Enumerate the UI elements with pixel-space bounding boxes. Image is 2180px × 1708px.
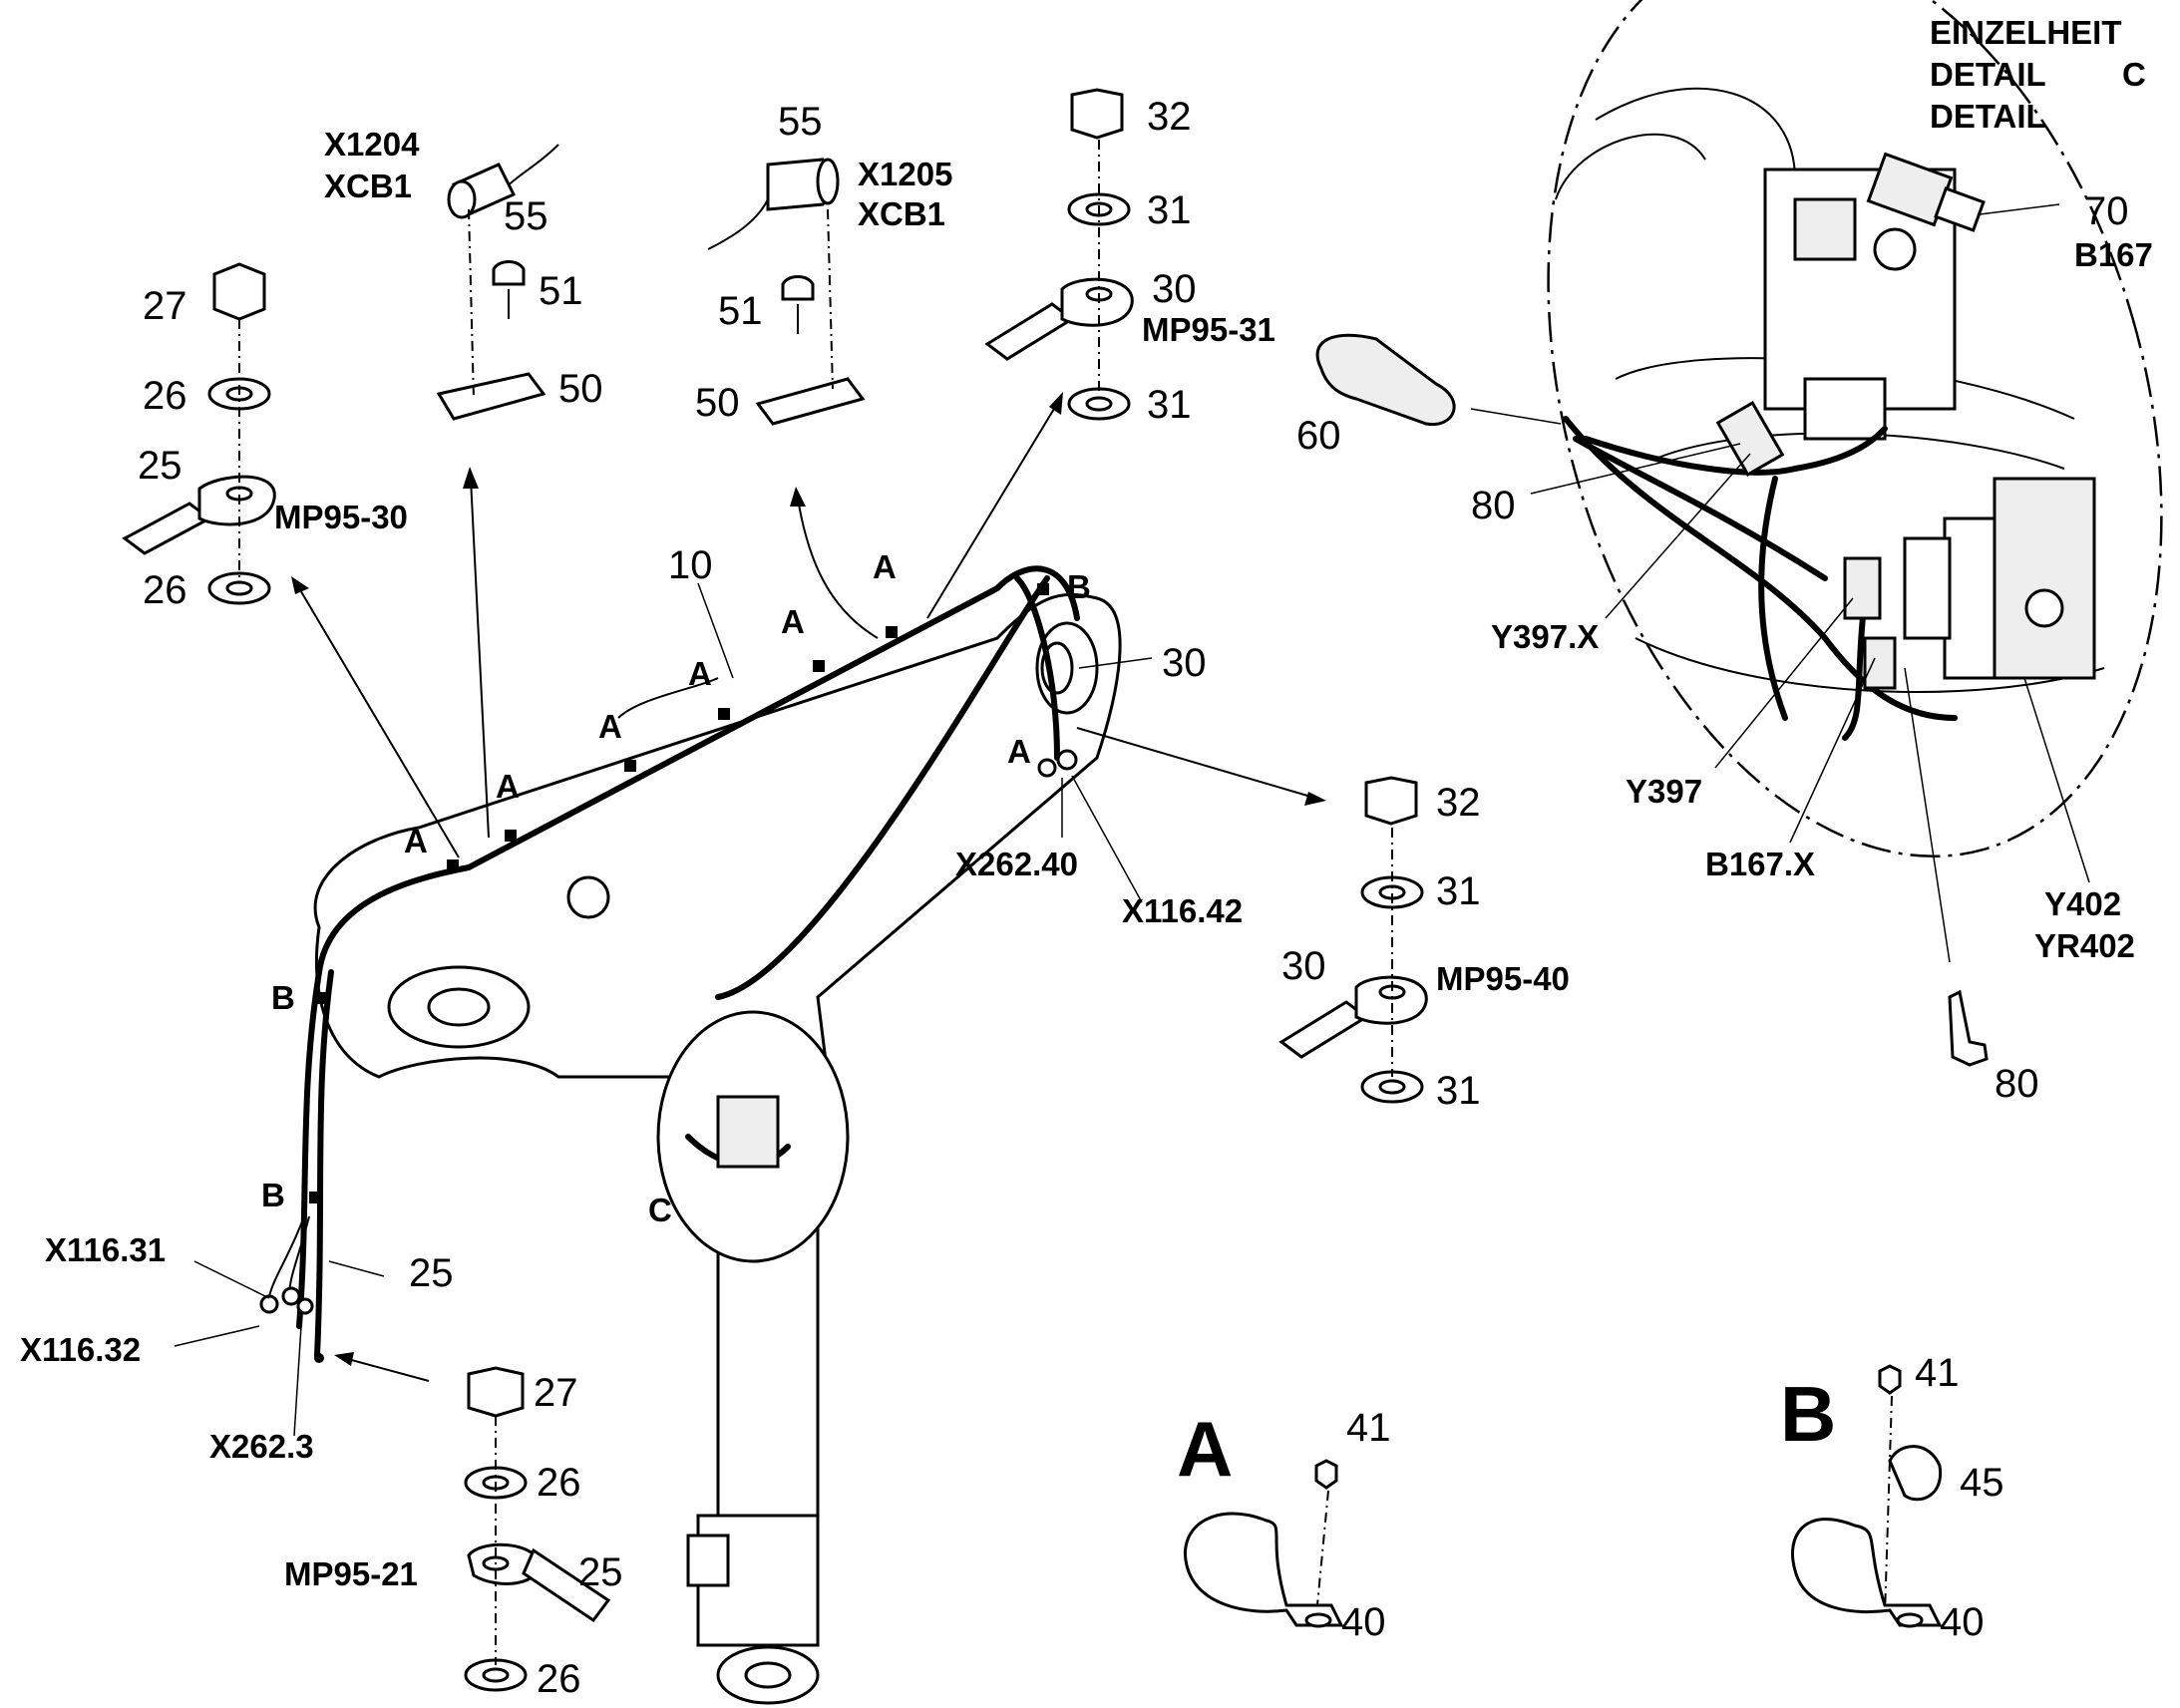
item-30-c: 30 — [1281, 944, 1326, 988]
item-40-a: 40 — [1341, 1600, 1386, 1644]
ref-mp95-40: MP95-40 — [1436, 960, 1570, 997]
item-50-b: 50 — [695, 381, 740, 425]
detail-header-line2: DETAIL — [1930, 56, 2046, 93]
item-32-b: 32 — [1436, 781, 1481, 825]
item-80-a: 80 — [1471, 484, 1516, 527]
item-27-a: 27 — [143, 284, 187, 328]
ref-x262-3: X262.3 — [209, 1428, 314, 1465]
item-31-c: 31 — [1436, 869, 1481, 913]
item-41-a: 41 — [1346, 1406, 1391, 1450]
grommet-45 — [1888, 1445, 1943, 1502]
marker-a-7: A — [1007, 733, 1031, 770]
item-41-b: 41 — [1915, 1351, 1960, 1395]
ref-xcb1-a: XCB1 — [324, 168, 412, 204]
item-26-d: 26 — [537, 1657, 581, 1701]
item-51-a: 51 — [539, 269, 583, 313]
detail-a-label: A — [1177, 1405, 1233, 1493]
item-25-a: 25 — [138, 444, 182, 488]
reference-arrows — [291, 392, 1326, 1382]
ref-y402: Y402 — [2044, 885, 2121, 922]
marker-a-1: A — [873, 548, 897, 585]
stack-mp95-21 — [464, 1366, 611, 1692]
bracket-50b — [755, 377, 866, 426]
ref-xcb1-b: XCB1 — [858, 195, 945, 232]
ref-x116-42: X116.42 — [1122, 892, 1243, 929]
item-45: 45 — [1960, 1461, 2004, 1505]
nut-41b — [1878, 1364, 1902, 1395]
detail-header-line1: EINZELHEIT — [1930, 14, 2122, 51]
item-26-a: 26 — [143, 374, 187, 418]
labels: EINZELHEIT DETAIL C DETAIL X1204 XCB1 55… — [20, 14, 2153, 1701]
detail-header-letter: C — [2122, 56, 2146, 93]
item-30-b: 30 — [1162, 641, 1207, 685]
item-31-b: 31 — [1147, 383, 1192, 427]
item-80-b: 80 — [1995, 1062, 2039, 1106]
clamp-detail-a: A — [1177, 1405, 1344, 1628]
stack-mp95-30 — [122, 262, 276, 605]
nut-41a — [1314, 1459, 1338, 1490]
bracket-50a — [436, 372, 546, 421]
leader-lines — [174, 203, 2090, 1437]
detail-header-line3: DETAIL — [1930, 98, 2046, 135]
item-31-a: 31 — [1147, 188, 1192, 232]
connector-x1204 — [436, 144, 559, 421]
marker-b-1: B — [1067, 568, 1091, 605]
item-27-b: 27 — [534, 1371, 578, 1415]
connector-x1205 — [707, 158, 866, 426]
connector-y397 — [1843, 556, 1882, 620]
ref-mp95-31: MP95-31 — [1142, 311, 1275, 348]
item-55-a: 55 — [504, 194, 548, 238]
marker-a-6: A — [404, 823, 428, 859]
stack-mp95-40 — [1278, 776, 1428, 1104]
p-clamp-40b — [1791, 1518, 1943, 1627]
item-50-a: 50 — [558, 367, 603, 411]
ref-mp95-30: MP95-30 — [274, 499, 408, 535]
item-30-a: 30 — [1152, 267, 1197, 311]
item-70: 70 — [2084, 189, 2129, 233]
marker-c: C — [648, 1192, 672, 1228]
bracket-80 — [1948, 989, 1989, 1067]
marker-b-3: B — [261, 1177, 285, 1213]
p-clamp-40a — [1184, 1512, 1344, 1627]
ref-mp95-21: MP95-21 — [284, 1555, 418, 1592]
ref-y397x: Y397.X — [1491, 618, 1599, 655]
harness-10 — [259, 565, 1080, 1363]
item-31-d: 31 — [1436, 1069, 1481, 1113]
ref-b167x: B167.X — [1705, 846, 1815, 882]
item-51-b: 51 — [718, 289, 763, 333]
item-60: 60 — [1296, 414, 1341, 458]
ref-x116-32: X116.32 — [20, 1331, 141, 1368]
pressure-sensor-70 — [1866, 152, 1986, 232]
marker-a-2: A — [781, 603, 805, 640]
item-25-c: 25 — [578, 1550, 623, 1594]
marker-a-4: A — [598, 708, 622, 745]
item-55-b: 55 — [778, 100, 823, 144]
stack-mp95-31 — [984, 88, 1134, 421]
item-26-c: 26 — [537, 1461, 581, 1505]
clamp-detail-b: B — [1780, 1364, 1943, 1628]
connector-y397x — [1715, 400, 1785, 478]
item-10: 10 — [668, 543, 713, 587]
detail-b-label: B — [1780, 1370, 1836, 1458]
marker-a-5: A — [496, 768, 520, 805]
detail-c-view — [1547, 0, 2163, 858]
ref-b167: B167 — [2074, 236, 2153, 273]
marker-a-3: A — [688, 655, 712, 692]
ref-y397: Y397 — [1626, 773, 1702, 810]
item-25-b: 25 — [409, 1251, 454, 1295]
item-40-b: 40 — [1940, 1600, 1985, 1644]
marker-b-2: B — [271, 979, 295, 1016]
ref-x1205: X1205 — [858, 156, 952, 192]
ref-x262-40: X262.40 — [955, 846, 1078, 882]
connector-b167x — [1863, 636, 1897, 690]
ref-yr402: YR402 — [2034, 927, 2135, 964]
cable-tie-60 — [1315, 333, 1456, 426]
item-26-b: 26 — [143, 568, 187, 612]
item-32-a: 32 — [1147, 95, 1192, 139]
ref-x1204: X1204 — [324, 126, 420, 163]
ref-x116-31: X116.31 — [45, 1231, 166, 1268]
boom-assembly — [313, 592, 1122, 1705]
